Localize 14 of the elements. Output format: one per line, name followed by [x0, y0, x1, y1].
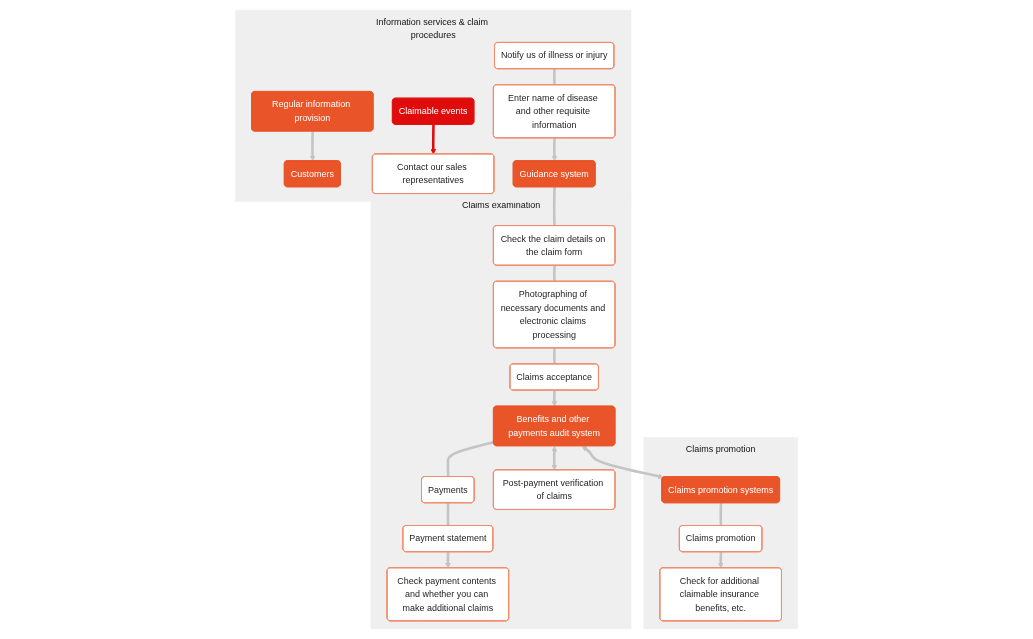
connector — [446, 440, 494, 477]
arrow — [551, 446, 558, 471]
connector — [719, 503, 723, 526]
connector — [553, 265, 556, 282]
connector — [553, 68, 556, 86]
arrow — [551, 138, 558, 162]
arrow — [717, 552, 724, 569]
connector — [446, 503, 450, 526]
arrow — [309, 131, 316, 162]
arrow — [430, 124, 437, 155]
arrow — [551, 390, 558, 407]
connector — [552, 187, 556, 226]
connector — [553, 348, 556, 365]
arrow — [581, 446, 664, 480]
